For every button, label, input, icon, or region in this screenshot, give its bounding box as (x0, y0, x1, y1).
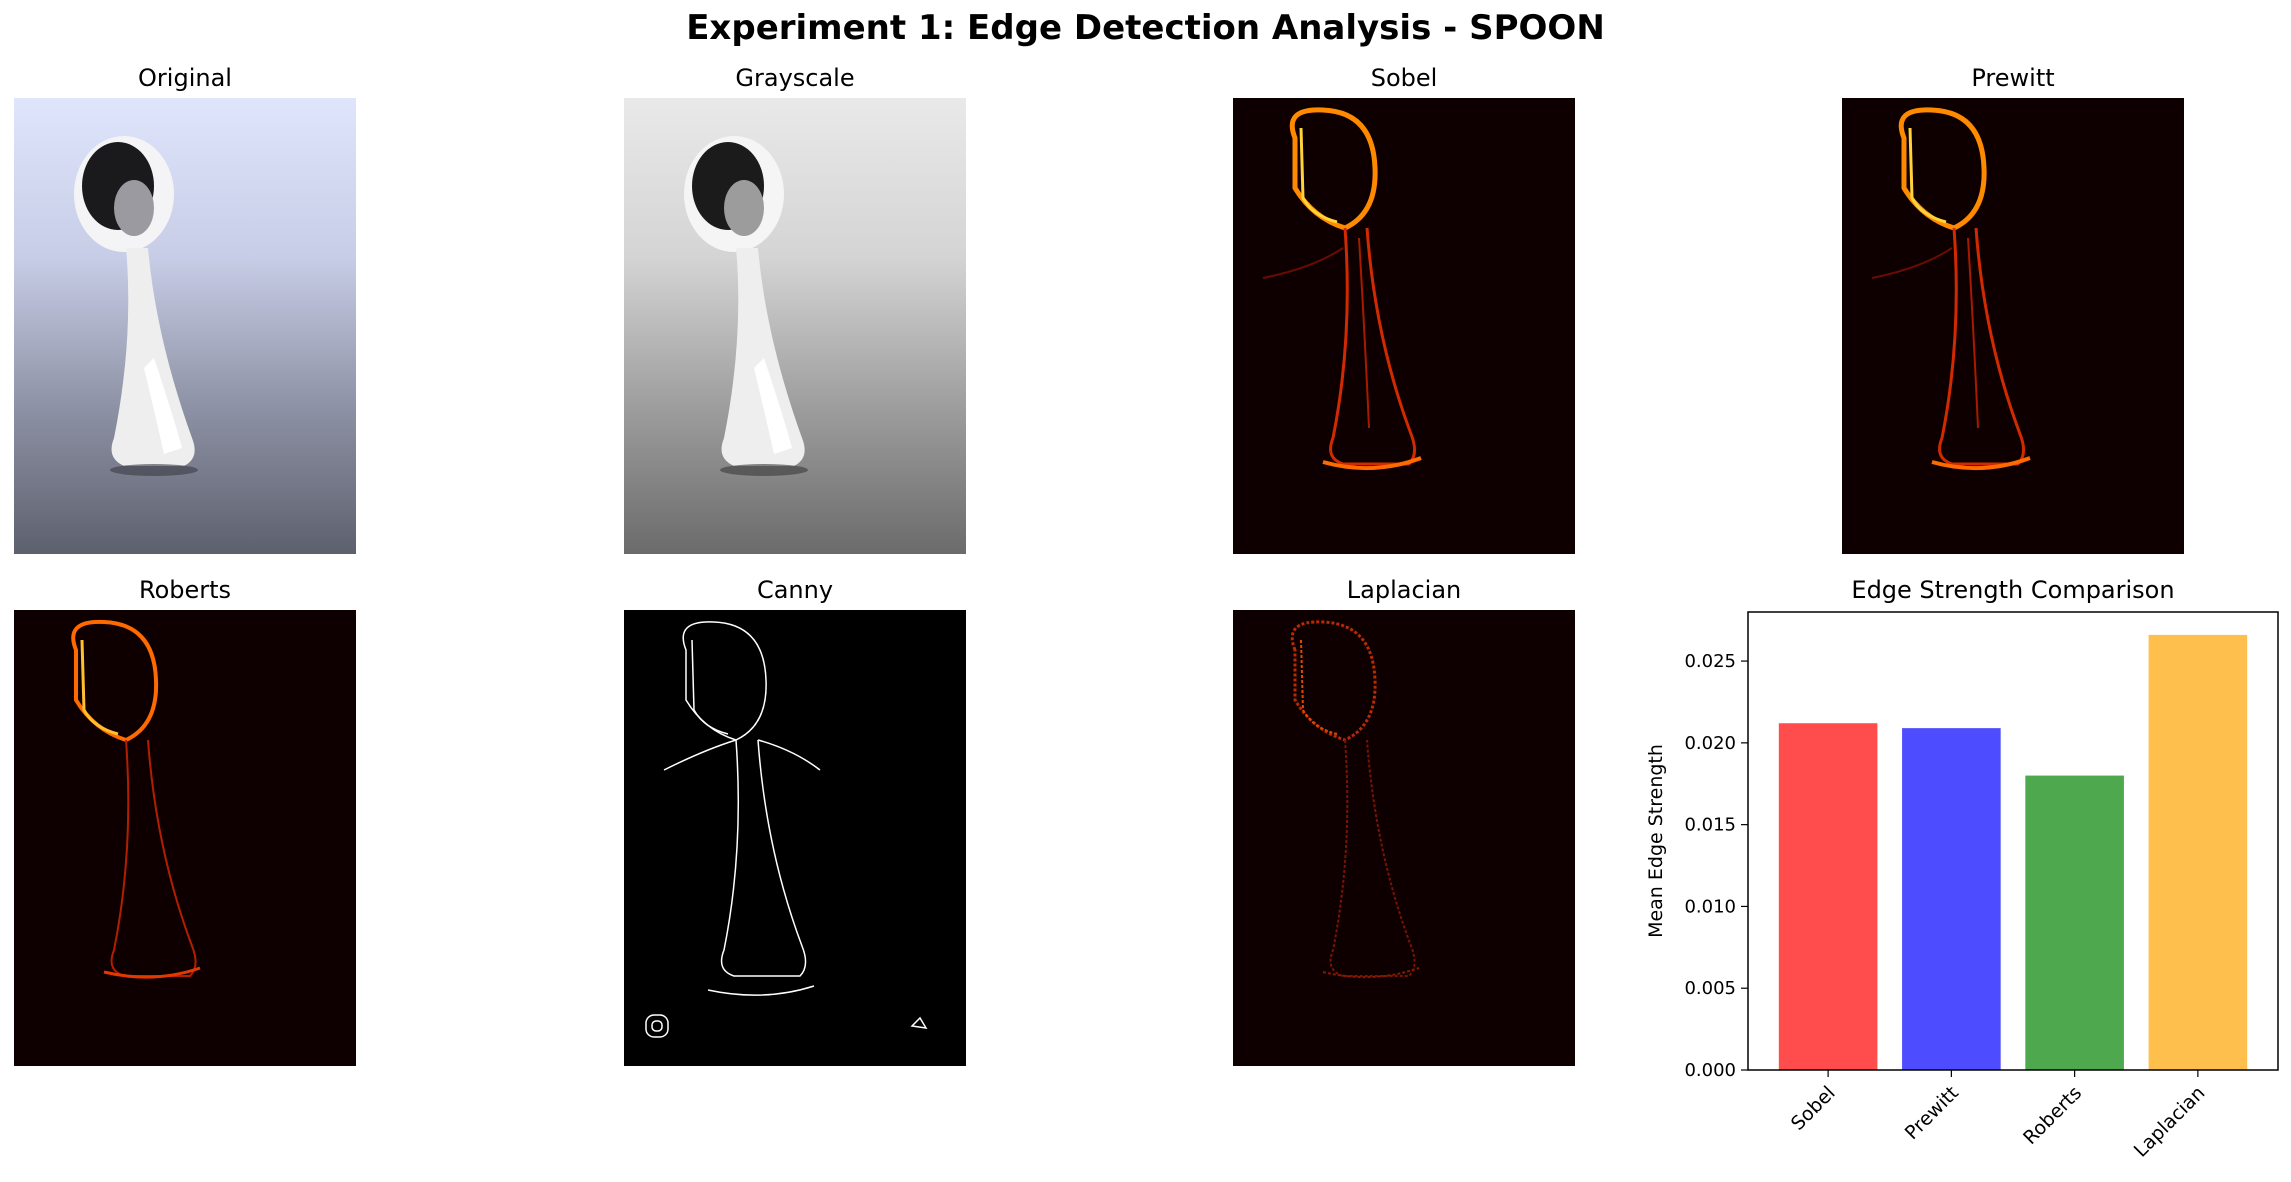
prewitt-edge-map (1842, 98, 2184, 554)
panel-title-sobel: Sobel (1370, 64, 1438, 92)
y-tick-label: 0.025 (1684, 651, 1736, 672)
bars-layer (1778, 634, 2248, 1070)
figure-title: Experiment 1: Edge Detection Analysis - … (686, 8, 1605, 48)
y-tick-label: 0.020 (1684, 733, 1736, 754)
original-image (14, 98, 356, 554)
roberts-edge-map (14, 610, 356, 1066)
chart-title: Edge Strength Comparison (1851, 576, 2174, 604)
x-tick-label: Sobel (1787, 1082, 1840, 1135)
y-axis: 0.000 0.005 0.010 0.015 0.020 0.025 (1684, 651, 1748, 1081)
bar-roberts (2025, 775, 2124, 1070)
plot-frame (1747, 611, 2279, 1071)
panel-title-prewitt: Prewitt (1971, 64, 2055, 92)
canny-edge-map (624, 610, 966, 1066)
sobel-edge-map (1233, 98, 1575, 554)
x-tick-label: Laplacian (2130, 1082, 2210, 1162)
edge-strength-chart: Edge Strength Comparison Mean Edge Stren… (1645, 576, 2279, 1162)
panel-title-original: Original (138, 64, 232, 92)
grayscale-image (624, 98, 966, 554)
y-tick-label: 0.000 (1684, 1060, 1736, 1081)
x-tick-label: Roberts (2019, 1082, 2086, 1149)
laplacian-edge-map (1233, 610, 1575, 1066)
x-tick-label: Prewitt (1901, 1082, 1963, 1144)
y-tick-label: 0.015 (1684, 815, 1736, 836)
panel-title-roberts: Roberts (138, 576, 232, 604)
panel-title-canny: Canny (756, 576, 834, 604)
bar-laplacian (2148, 634, 2248, 1070)
bar-prewitt (1902, 728, 2001, 1070)
y-axis-label: Mean Edge Strength (1645, 744, 1667, 938)
panel-title-laplacian: Laplacian (1346, 576, 1462, 604)
bar-sobel (1778, 723, 1878, 1070)
y-tick-label: 0.005 (1684, 978, 1736, 999)
panel-title-grayscale: Grayscale (735, 64, 855, 92)
x-axis: Sobel Prewitt Roberts Laplacian (1787, 1070, 2210, 1162)
y-tick-label: 0.010 (1684, 896, 1736, 917)
